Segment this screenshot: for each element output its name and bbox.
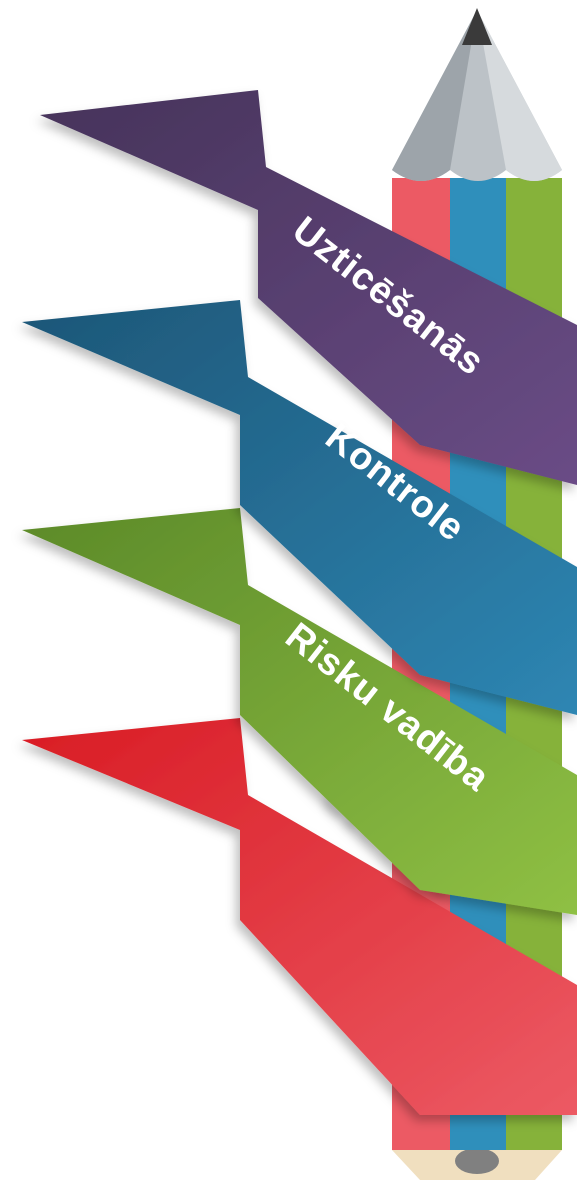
arrow-uzticiba-shape — [22, 718, 577, 1115]
arrow-risku-vadiba-shape — [22, 508, 577, 915]
arrow-kontrole-shape — [22, 300, 577, 715]
pencil-tip-shade-right — [477, 10, 562, 181]
pencil-tip-shade-left — [392, 10, 477, 181]
arrow-uzticesanas-shape — [40, 90, 577, 485]
pencil-lead — [462, 8, 492, 45]
pencil-eraser — [455, 1148, 499, 1174]
